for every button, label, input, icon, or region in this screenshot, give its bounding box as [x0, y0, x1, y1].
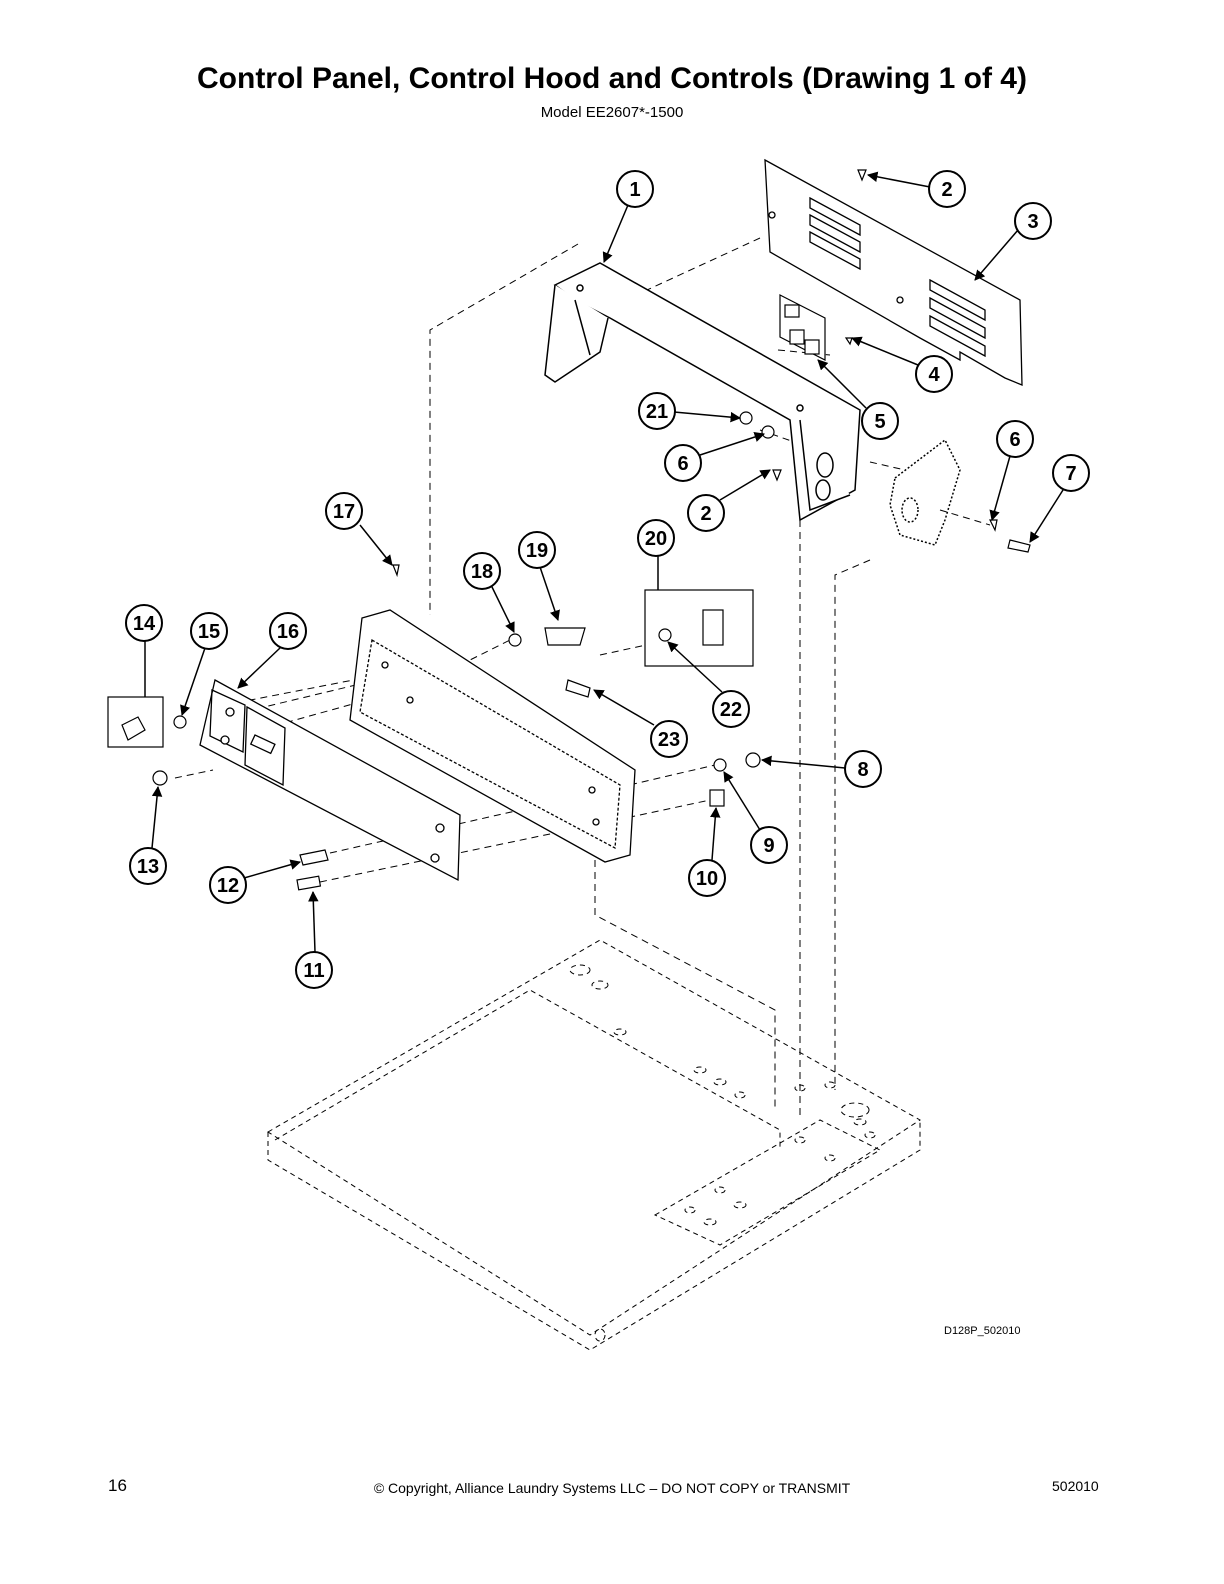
svg-text:1: 1 [629, 179, 640, 201]
svg-text:7: 7 [1065, 463, 1076, 485]
callout-3: 3 [1014, 202, 1052, 240]
svg-text:22: 22 [720, 699, 742, 721]
callout-8: 8 [844, 750, 882, 788]
svg-text:18: 18 [471, 561, 493, 583]
callout-15: 15 [190, 612, 228, 650]
svg-text:20: 20 [645, 528, 667, 550]
svg-text:6: 6 [1009, 429, 1020, 451]
svg-text:19: 19 [526, 540, 548, 562]
callout-leaders [144, 171, 1064, 953]
svg-text:8: 8 [857, 759, 868, 781]
callout-6-right: 6 [996, 420, 1034, 458]
svg-text:21: 21 [646, 401, 668, 423]
callout-13: 13 [129, 847, 167, 885]
callout-2-bottom: 2 [687, 494, 725, 532]
control-board [779, 294, 826, 361]
callout-6-left: 6 [664, 444, 702, 482]
callout-19: 19 [518, 531, 556, 569]
callout-10: 10 [688, 859, 726, 897]
callout-5: 5 [861, 402, 899, 440]
svg-text:4: 4 [928, 364, 940, 386]
cabinet-top-outline [267, 939, 921, 1351]
callout-2-top: 2 [928, 170, 966, 208]
svg-text:2: 2 [700, 503, 711, 525]
svg-text:13: 13 [137, 856, 159, 878]
callout-4: 4 [915, 355, 953, 393]
model-subtitle: Model EE2607*-1500 [540, 104, 684, 121]
control-hood [544, 262, 861, 522]
callout-12: 12 [209, 866, 247, 904]
hardware-parts [107, 169, 1031, 891]
drawing-id: D128P_502010 [944, 1325, 1021, 1337]
assembly-guide-lines [174, 237, 991, 1120]
callout-17: 17 [325, 492, 363, 530]
callout-21: 21 [638, 392, 676, 430]
control-panel-overlay [199, 679, 461, 882]
callout-7: 7 [1052, 454, 1090, 492]
callout-16: 16 [269, 612, 307, 650]
callout-9: 9 [750, 826, 788, 864]
page-number: 16 [108, 1476, 127, 1495]
callout-14: 14 [125, 604, 163, 642]
svg-text:6: 6 [677, 453, 688, 475]
svg-text:23: 23 [658, 729, 680, 751]
svg-text:12: 12 [217, 875, 239, 897]
switch-20-box [644, 589, 754, 667]
callout-23: 23 [650, 720, 688, 758]
svg-text:9: 9 [763, 835, 774, 857]
copyright-notice: © Copyright, Alliance Laundry Systems LL… [373, 1480, 851, 1496]
svg-text:10: 10 [696, 868, 718, 890]
control-panel-frame [349, 609, 636, 863]
document-number: 502010 [1052, 1478, 1099, 1494]
callout-20: 20 [637, 519, 675, 557]
svg-text:14: 14 [133, 613, 156, 635]
svg-text:17: 17 [333, 501, 355, 523]
svg-text:2: 2 [941, 179, 952, 201]
svg-text:3: 3 [1027, 211, 1038, 233]
rear-bracket [764, 158, 1023, 386]
page-title: Control Panel, Control Hood and Controls… [197, 62, 1027, 95]
callout-22: 22 [712, 690, 750, 728]
side-bracket [889, 438, 961, 546]
svg-text:11: 11 [303, 960, 324, 982]
callout-1: 1 [616, 170, 654, 208]
callouts: 1 2 3 4 5 21 6 6 7 2 17 18 19 20 14 15 1… [125, 170, 1090, 989]
callout-11: 11 [295, 951, 333, 989]
svg-text:15: 15 [198, 621, 220, 643]
svg-text:16: 16 [277, 621, 299, 643]
svg-text:5: 5 [874, 411, 885, 433]
callout-18: 18 [463, 552, 501, 590]
